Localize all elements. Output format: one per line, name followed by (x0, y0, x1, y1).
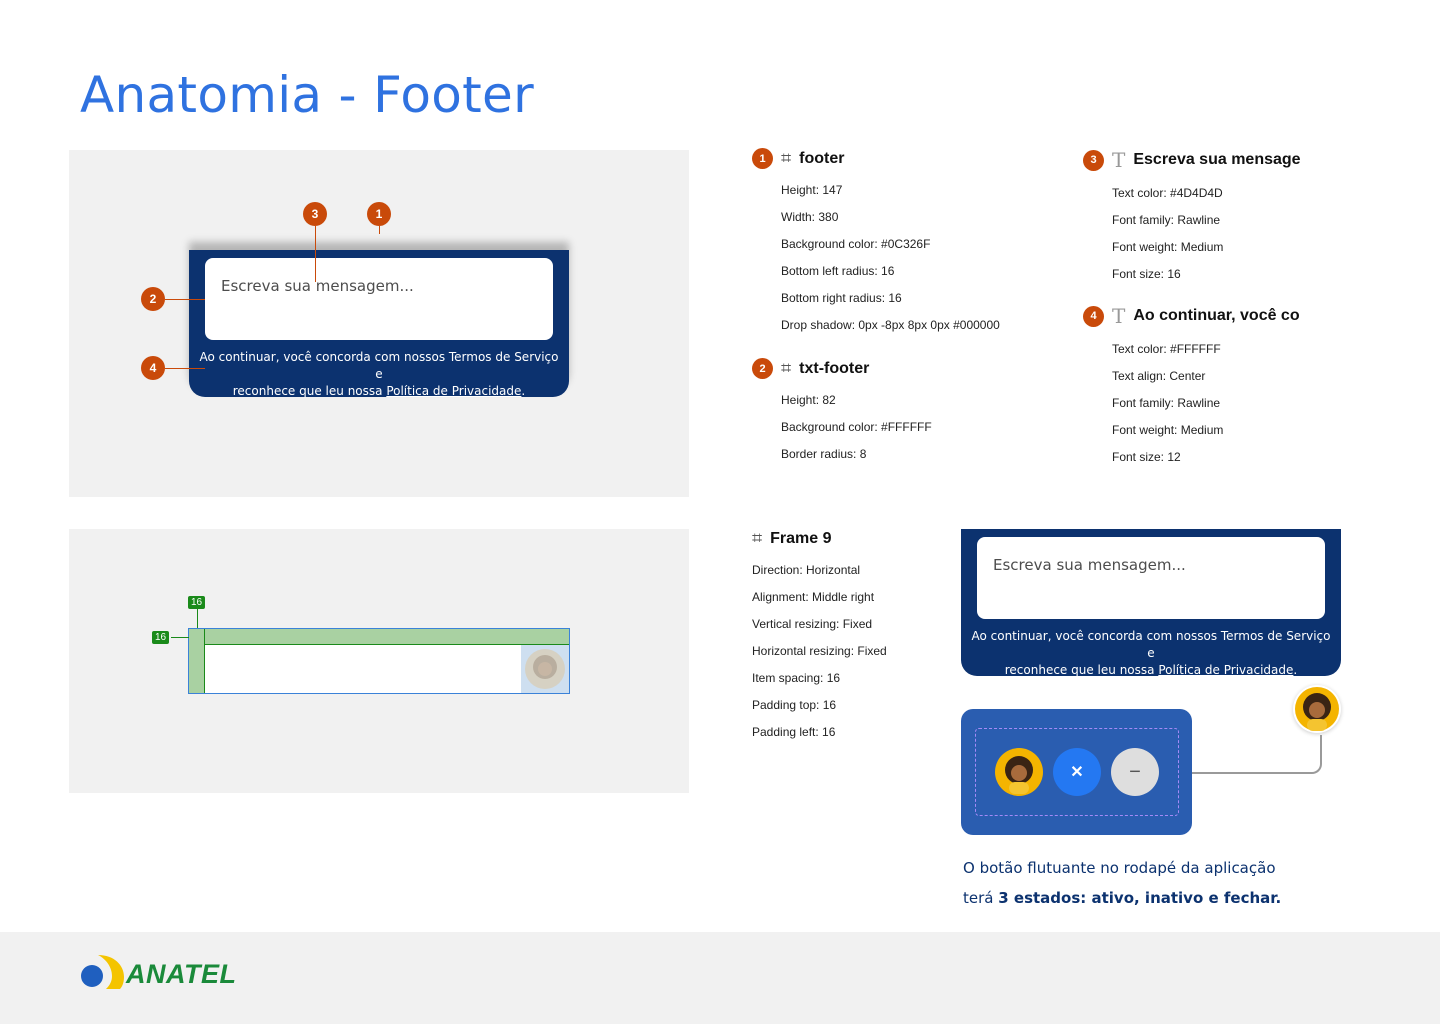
spec-placeholder-item: Text color: #4D4D4D (1112, 186, 1223, 200)
footer-note-suffix: . (1293, 663, 1298, 677)
avatar-ghost-icon (521, 645, 569, 693)
spacing-tag-top: 16 (152, 631, 170, 644)
privacy-link[interactable]: Política de Privacidade (386, 384, 522, 398)
spacing-tag-left: 16 (188, 596, 206, 609)
spec-txt-footer-item: Background color: #FFFFFF (781, 420, 932, 434)
footer-note-line1: Ao continuar, você concorda com nossos T… (971, 629, 1331, 660)
spec-frame9: ⌗ Frame 9 Direction: Horizontal Alignmen… (752, 528, 887, 739)
spec-placeholder-title: Escreva sua mensage (1133, 151, 1301, 168)
spec-placeholder-text: 3 T Escreva sua mensage Text color: #4D4… (1083, 148, 1301, 281)
spec-note-item: Font size: 12 (1112, 450, 1181, 464)
spacing-guide-v (197, 608, 198, 628)
floating-widget: ✕ − (961, 709, 1192, 835)
spec-footer: 1 ⌗ footer Height: 147 Width: 380 Backgr… (752, 148, 1000, 332)
spec-footer-item: Bottom left radius: 16 (781, 264, 895, 278)
footer-note-suffix: . (521, 384, 526, 398)
footer-example: Escreva sua mensagem... Ao continuar, vo… (961, 529, 1341, 679)
message-placeholder: Escreva sua mensagem... (993, 556, 1186, 574)
anatel-logo-text: ANATEL (126, 959, 237, 989)
footer-note: Ao continuar, você concorda com nossos T… (195, 349, 563, 400)
minus-icon: − (1129, 760, 1141, 783)
frame-icon: ⌗ (781, 358, 792, 378)
spec-placeholder-item: Font size: 16 (1112, 267, 1181, 281)
privacy-link[interactable]: Política de Privacidade (1158, 663, 1294, 677)
spec-note-title: Ao continuar, você co (1133, 307, 1300, 324)
anatel-logo-mark (81, 955, 124, 989)
message-input[interactable]: Escreva sua mensagem... (977, 537, 1325, 619)
marker-1: 1 (367, 202, 391, 226)
text-icon: T (1112, 148, 1126, 172)
spec-note-item: Font weight: Medium (1112, 423, 1224, 437)
floating-avatar-button[interactable] (1293, 685, 1341, 733)
spec-placeholder-item: Font family: Rawline (1112, 213, 1221, 227)
footer-note-line1: Ao continuar, você concorda com nossos T… (199, 350, 559, 381)
spec-txt-footer-item: Border radius: 8 (781, 447, 867, 461)
spec-frame9-item: Item spacing: 16 (752, 671, 841, 685)
spec-frame9-item: Padding left: 16 (752, 725, 836, 739)
padding-left-area (189, 629, 205, 693)
frame-icon: ⌗ (752, 528, 763, 548)
spec-frame9-item: Vertical resizing: Fixed (752, 617, 873, 631)
widget-frame (975, 728, 1179, 816)
bottom-bar (0, 932, 1440, 1024)
marker-2: 2 (141, 287, 165, 311)
spec-footer-item: Drop shadow: 0px -8px 8px 0px #000000 (781, 318, 1000, 332)
spec-placeholder-item: Font weight: Medium (1112, 240, 1224, 254)
marker-4: 4 (141, 356, 165, 380)
caption-states: 3 estados: ativo, inativo e fechar. (998, 889, 1282, 907)
padding-top-area (189, 629, 569, 645)
spec-note-text: 4 T Ao continuar, você co Text color: #F… (1083, 304, 1300, 464)
spec-frame9-item: Horizontal resizing: Fixed (752, 644, 887, 658)
widget-minimize-button[interactable]: − (1111, 748, 1159, 796)
footer-preview: Escreva sua mensagem... Ao continuar, vo… (189, 250, 569, 400)
spec-txt-footer-badge: 2 (752, 358, 773, 379)
message-placeholder: Escreva sua mensagem... (221, 277, 414, 295)
spec-footer-item: Background color: #0C326F (781, 237, 931, 251)
caption-line2: terá (963, 889, 999, 907)
spec-placeholder-badge: 3 (1083, 149, 1104, 171)
footer-note-line2: reconhece que leu nossa (1004, 663, 1159, 677)
close-icon: ✕ (1070, 764, 1084, 781)
spec-frame9-item: Padding top: 16 (752, 698, 837, 712)
widget-caption: O botão flutuante no rodapé da aplicação… (963, 853, 1281, 913)
anatel-logo: ANATEL (80, 951, 240, 995)
avatar-icon (1295, 687, 1339, 731)
spec-txt-footer-item: Height: 82 (781, 393, 836, 407)
connector-line (1192, 735, 1322, 774)
caption-line1: O botão flutuante no rodapé da aplicação (963, 859, 1276, 877)
marker-4-line (165, 368, 205, 369)
spacing-guide-h (171, 637, 189, 638)
frame-icon: ⌗ (781, 148, 792, 168)
marker-3: 3 (303, 202, 327, 226)
spec-frame9-title: Frame 9 (770, 529, 832, 547)
spec-note-item: Font family: Rawline (1112, 396, 1221, 410)
spec-footer-title: footer (799, 149, 845, 167)
spec-frame9-item: Alignment: Middle right (752, 590, 875, 604)
widget-avatar-button[interactable] (995, 748, 1043, 796)
text-icon: T (1112, 304, 1126, 328)
spec-note-badge: 4 (1083, 305, 1104, 327)
footer-note-line2: reconhece que leu nossa (232, 384, 387, 398)
marker-1-line (379, 226, 380, 234)
page-title: Anatomia - Footer (80, 66, 534, 124)
marker-2-line (165, 299, 205, 300)
spec-footer-item: Height: 147 (781, 183, 843, 197)
spec-footer-badge: 1 (752, 148, 773, 169)
spec-note-item: Text color: #FFFFFF (1112, 342, 1221, 356)
avatar-icon (997, 750, 1041, 794)
spec-txt-footer: 2 ⌗ txt-footer Height: 82 Background col… (752, 358, 932, 461)
message-input-preview[interactable]: Escreva sua mensagem... (205, 258, 553, 340)
spec-footer-item: Width: 380 (781, 210, 839, 224)
spec-note-item: Text align: Center (1112, 369, 1206, 383)
marker-3-line (315, 226, 316, 282)
footer-note: Ao continuar, você concorda com nossos T… (967, 628, 1335, 679)
spec-frame9-item: Direction: Horizontal (752, 563, 861, 577)
spec-txt-footer-title: txt-footer (799, 359, 870, 377)
widget-close-button[interactable]: ✕ (1053, 748, 1101, 796)
spec-footer-item: Bottom right radius: 16 (781, 291, 902, 305)
